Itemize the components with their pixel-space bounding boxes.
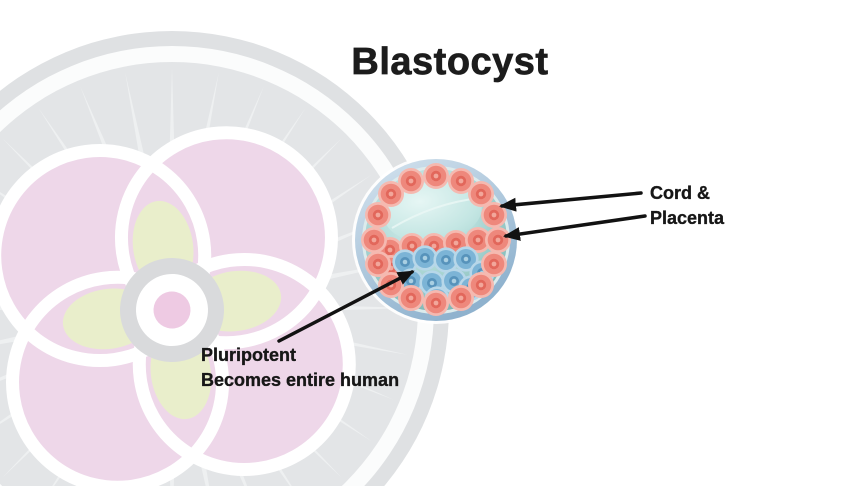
- blastocyst-diagram: [352, 156, 520, 324]
- cord-placenta-label: Cord & Placenta: [650, 181, 724, 231]
- cord-placenta-label-line1: Cord &: [650, 183, 710, 203]
- arrow-pluripotent: [277, 270, 415, 343]
- trophoblast-cell: [448, 285, 474, 311]
- trophoblast-cell: [365, 251, 391, 277]
- trophoblast-cell: [423, 290, 449, 316]
- arrow-cord-lower: [503, 214, 647, 241]
- blastocoel-cavity: [384, 181, 482, 243]
- pluripotent-label-line1: Pluripotent: [201, 345, 296, 365]
- petal-outlines: [0, 126, 356, 486]
- page-title: Blastocyst: [351, 41, 549, 84]
- flower-center-dot: [153, 291, 191, 329]
- mandala-watermark: [0, 31, 449, 486]
- cord-placenta-label-line2: Placenta: [650, 208, 725, 228]
- trophoblast-cell: [398, 168, 424, 194]
- trophoblast-cell: [485, 227, 511, 253]
- pluripotent-label: Pluripotent Becomes entire human: [201, 343, 399, 393]
- arrow-cord-upper: [499, 191, 643, 212]
- pluripotent-label-line2: Becomes entire human: [201, 370, 400, 390]
- annotation-arrows: [277, 191, 647, 343]
- trophoblast-cell: [361, 227, 387, 253]
- trophoblast-cell: [423, 163, 449, 189]
- flower-watermark: [0, 126, 356, 486]
